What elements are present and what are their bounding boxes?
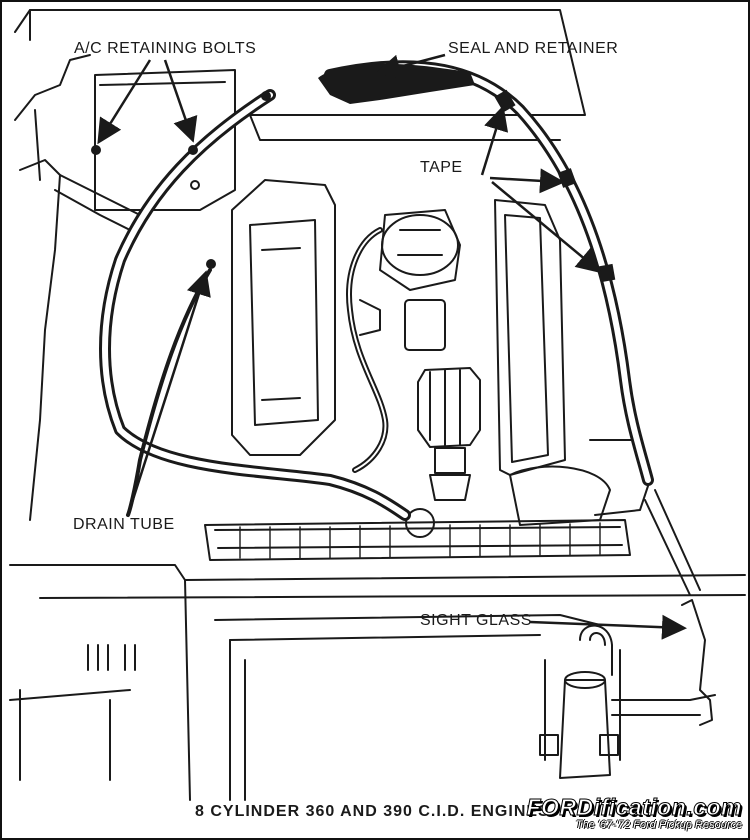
tape-band-3 <box>598 263 616 283</box>
retaining-bolt-2 <box>188 145 198 155</box>
left-fender <box>14 54 91 121</box>
leader-bolts-1 <box>97 59 152 145</box>
leader-sight-glass <box>529 614 687 640</box>
leader-tape-1 <box>480 105 509 176</box>
watermark-logo: FORDification.com The '67-'72 Ford Picku… <box>526 794 742 832</box>
label-seal-and-retainer: SEAL AND RETAINER <box>448 40 619 57</box>
distributor <box>417 367 481 448</box>
seal-and-retainer <box>318 63 475 104</box>
receiver-dryer <box>539 624 621 779</box>
carburetor <box>379 209 461 291</box>
label-sight-glass: SIGHT GLASS <box>420 612 532 629</box>
leader-bolts-2 <box>163 59 198 143</box>
watermark-site: FORDification.com <box>526 794 742 820</box>
radiator-support <box>204 519 631 561</box>
grille-slots <box>87 644 136 671</box>
valve-cover-left <box>231 179 336 456</box>
label-ac-retaining-bolts: A/C RETAINING BOLTS <box>74 40 257 57</box>
watermark-tagline: The '67-'72 Ford Pickup Resource <box>575 819 742 831</box>
label-tape: TAPE <box>420 159 463 176</box>
figure-caption: 8 CYLINDER 360 AND 390 C.I.D. ENGINES <box>195 803 550 820</box>
front-body <box>9 564 746 581</box>
valve-cover-right <box>494 199 566 476</box>
leader-tape-2 <box>489 168 565 194</box>
fan-pulley <box>509 465 611 526</box>
leader-tape-3 <box>491 181 602 274</box>
leader-drain-tube <box>126 270 211 516</box>
sight-glass-fitting <box>681 599 713 726</box>
leader-seal <box>375 53 446 80</box>
retaining-bolt-1 <box>91 145 101 155</box>
tape-band-1 <box>494 89 516 113</box>
label-drain-tube: DRAIN TUBE <box>73 516 175 533</box>
firewall-recess <box>94 69 236 211</box>
